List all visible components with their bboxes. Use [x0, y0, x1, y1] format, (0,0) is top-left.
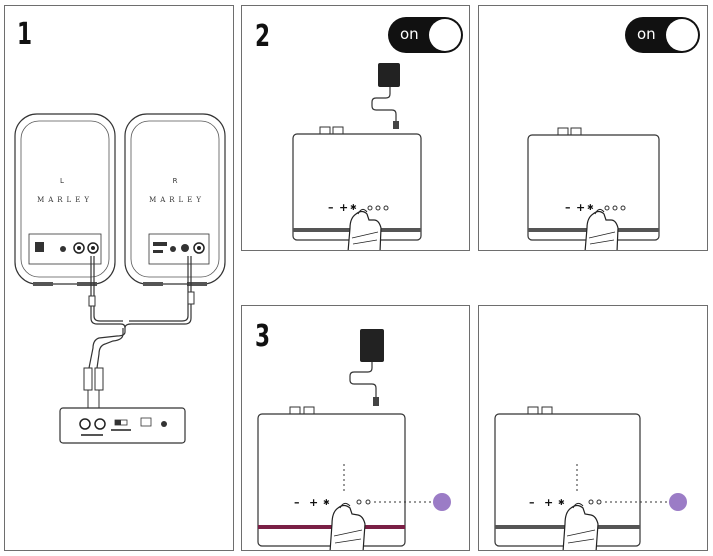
usb-port — [35, 242, 44, 252]
power-toggle-on-second: on — [625, 17, 700, 53]
speaker-front-view: – + ✱ — [257, 329, 451, 550]
speaker-front-view-second: – + ✱ — [494, 406, 687, 550]
panel-step-3-pair: 3 x2 – + ✱ — [241, 305, 470, 551]
speaker-top-view-second: – + ✱ — [527, 127, 660, 250]
power-toggle-on: on — [388, 17, 463, 53]
left-speaker: L MARLEY — [14, 113, 116, 286]
step-number-2: 2 — [255, 19, 271, 54]
bluetooth-icon: ✱ — [350, 203, 357, 212]
bluetooth-icon-second: ✱ — [587, 203, 594, 212]
pressing-finger-icon-step-3-second — [562, 502, 599, 550]
step-number-3: 3 — [255, 319, 271, 354]
status-led-indicator — [433, 493, 451, 511]
toggle-label: on — [400, 25, 419, 43]
left-speaker-label: L — [60, 177, 64, 185]
rca-cables — [88, 256, 192, 369]
plus-control-second: + — [576, 201, 585, 214]
aux-jack-right — [170, 246, 176, 252]
pressing-finger-icon — [347, 208, 382, 250]
panel-step-2-pair-second: on – + ✱ — [478, 5, 708, 251]
panel-step-1: 1 L MARLEY R MARLEY — [4, 5, 234, 551]
speaker-top-view: – + ✱ — [292, 63, 422, 250]
line-out-jack-2 — [94, 418, 106, 430]
power-adapter-step-3 — [349, 329, 384, 406]
minus-control-step-3-second: – — [529, 496, 535, 509]
plus-control: + — [339, 201, 348, 214]
pressing-finger-icon-step-3 — [329, 502, 366, 550]
panel-step-3-pair-second: x2 – + ✱ — [478, 305, 708, 551]
power-adapter — [371, 63, 400, 129]
status-led-indicator-second — [669, 493, 687, 511]
right-speaker: R MARLEY — [124, 113, 226, 286]
rca-plugs — [83, 367, 104, 408]
right-speaker-brand: MARLEY — [149, 196, 205, 204]
step-number-1: 1 — [17, 17, 33, 52]
bluetooth-icon-step-3: ✱ — [323, 498, 330, 507]
aux-jack — [60, 246, 66, 252]
line-out-jack-1 — [79, 418, 91, 430]
minus-control-second: – — [565, 201, 571, 214]
wiring-diagram: L MARLEY R MARLEY — [14, 113, 226, 444]
plus-control-step-3-second: + — [544, 496, 553, 509]
plus-control-step-3: + — [309, 496, 318, 509]
pressing-finger-icon-second — [584, 208, 619, 250]
usb-b-port — [140, 417, 152, 427]
left-speaker-brand: MARLEY — [37, 196, 93, 204]
bluetooth-icon-step-3-second: ✱ — [558, 498, 565, 507]
minus-control-step-3: – — [294, 496, 300, 509]
panel-step-2-pair: 2 on – + ✱ — [241, 5, 470, 251]
right-speaker-label: R — [173, 177, 178, 185]
input-jack-right — [181, 244, 189, 252]
minus-control: – — [328, 201, 334, 214]
power-jack — [161, 421, 167, 427]
source-device — [59, 407, 186, 444]
toggle-label-second: on — [637, 25, 656, 43]
